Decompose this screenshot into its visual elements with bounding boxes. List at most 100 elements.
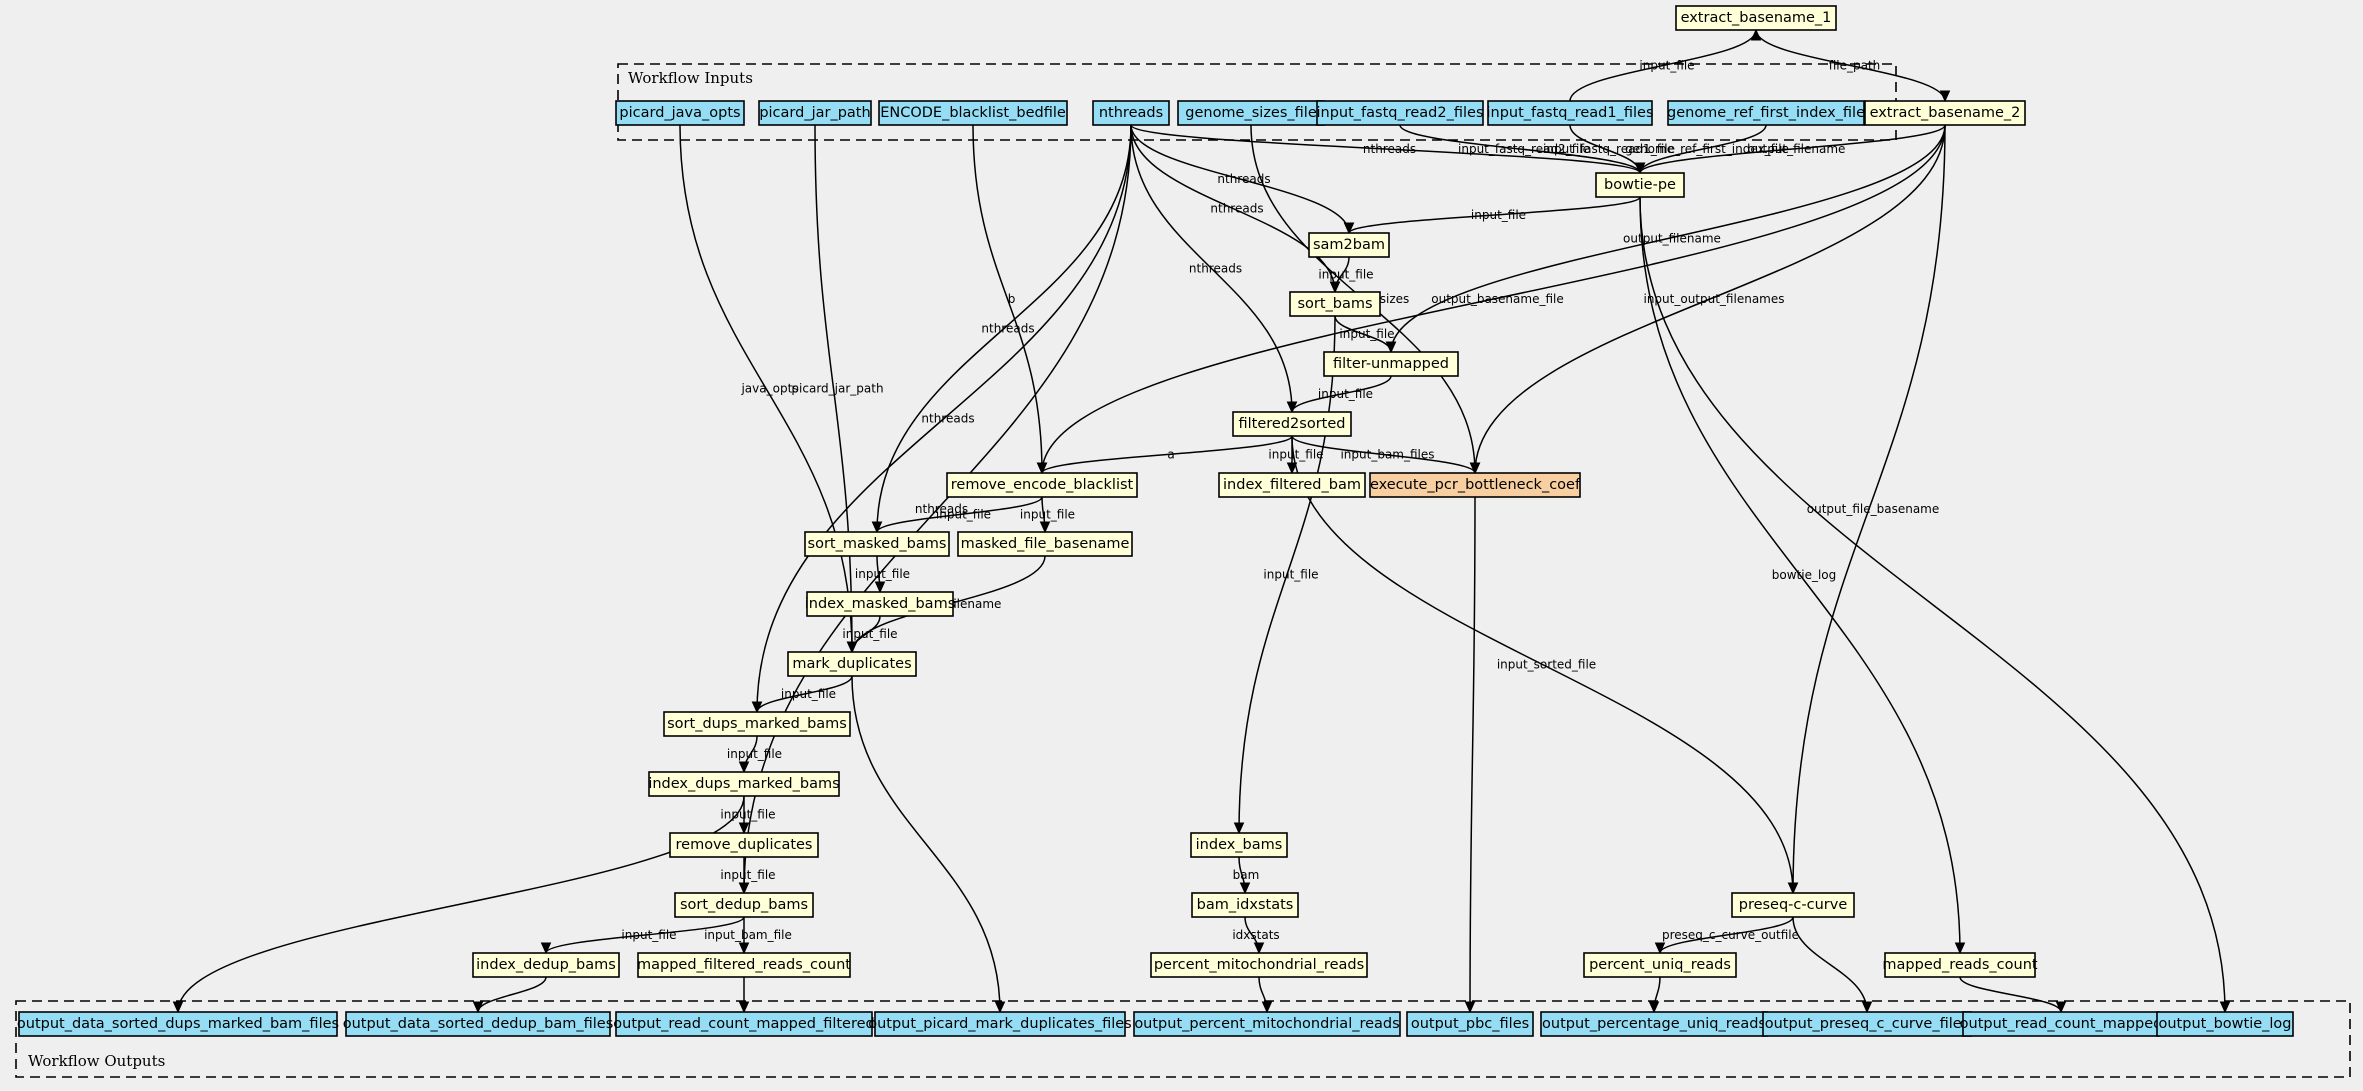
node-output-pbc-files[interactable]: output_pbc_files — [1406, 1011, 1534, 1037]
node-label: output_data_sorted_dups_marked_bam_files — [17, 1016, 339, 1032]
edge-label: nthreads — [1189, 262, 1242, 276]
edge-sam2bam-to-sort-bams: input_file — [1318, 256, 1374, 294]
node-sort-bams[interactable]: sort_bams — [1289, 291, 1381, 317]
node-bowtie-pe[interactable]: bowtie-pe — [1595, 172, 1685, 198]
node-output-picard-mark-duplicates-files[interactable]: output_picard_mark_duplicates_files — [868, 1011, 1132, 1037]
edge-label: input_file — [1471, 208, 1526, 222]
node-preseq-c-curve[interactable]: preseq-c-curve — [1731, 892, 1855, 918]
edge-bowtie-pe-to-sam2bam: input_file — [1343, 196, 1641, 235]
edge-label: a — [1167, 448, 1174, 462]
node-label: execute_pcr_bottleneck_coef — [1370, 477, 1581, 493]
node-nthreads[interactable]: nthreads — [1092, 100, 1170, 126]
node-picard-java-opts[interactable]: picard_java_opts — [615, 100, 745, 126]
edge-label: input_file — [621, 928, 676, 942]
node-sam2bam[interactable]: sam2bam — [1308, 232, 1390, 258]
edge-filtered2sorted-to-remove-encode-blacklist: a — [1036, 435, 1293, 475]
node-label: output_data_sorted_dedup_bam_files — [343, 1016, 614, 1032]
node-mark-duplicates[interactable]: mark_duplicates — [787, 651, 917, 677]
node-label: mapped_reads_count — [1882, 957, 2037, 973]
node-index-dedup-bams[interactable]: index_dedup_bams — [472, 952, 620, 978]
edge-label: output_filename — [1748, 142, 1846, 156]
node-label: output_read_count_mapped — [1960, 1016, 2163, 1032]
node-label: output_picard_mark_duplicates_files — [868, 1016, 1132, 1032]
edge-label: input_fastq_read1_file — [1543, 142, 1675, 156]
workflow-outputs-label: Workflow Outputs — [28, 1052, 165, 1070]
node-index-filtered-bam[interactable]: index_filtered_bam — [1218, 472, 1366, 498]
node-output-data-sorted-dedup-bam-files[interactable]: output_data_sorted_dedup_bam_files — [343, 1011, 614, 1037]
node-input-fastq-read1-files[interactable]: input_fastq_read1_files — [1487, 100, 1654, 126]
node-output-read-count-mapped[interactable]: output_read_count_mapped — [1960, 1011, 2163, 1037]
node-label: index_dups_marked_bams — [648, 776, 839, 792]
node-remove-encode-blacklist[interactable]: remove_encode_blacklist — [946, 472, 1138, 498]
node-label: remove_encode_blacklist — [951, 477, 1134, 493]
node-mapped-reads-count[interactable]: mapped_reads_count — [1882, 952, 2038, 978]
edge-extract-basename-2-to-bowtie-pe: output_filename — [1634, 124, 1946, 175]
node-bam-idxstats[interactable]: bam_idxstats — [1191, 892, 1299, 918]
node-mapped-filtered-reads-count[interactable]: mapped_filtered_reads_count — [637, 952, 851, 978]
node-output-preseq-c-curve-files[interactable]: output_preseq_c_curve_files — [1762, 1011, 1972, 1037]
edge-extract-basename-2-to-execute-pcr-bottleneck-coef: input_output_filenames — [1469, 124, 1946, 475]
edge-execute-pcr-bottleneck-coef-to-output-pbc-files — [1464, 496, 1476, 1014]
edge-label: input_bam_file — [704, 928, 792, 942]
node-picard-jar-path[interactable]: picard_jar_path — [758, 100, 872, 126]
edge-label: input_file — [855, 567, 910, 581]
node-encode-blacklist-bedfile[interactable]: ENCODE_blacklist_bedfile — [878, 100, 1068, 126]
node-label: index_dedup_bams — [476, 957, 616, 973]
edge-label: nthreads — [1210, 202, 1263, 216]
node-output-bowtie-log[interactable]: output_bowtie_log — [2156, 1011, 2294, 1037]
edge-nthreads-to-sort-masked-bams: nthreads — [871, 124, 1132, 534]
node-label: index_masked_bams — [805, 596, 956, 612]
edge-sort-dedup-bams-to-index-dedup-bams: input_file — [540, 916, 745, 955]
edge-label: picard_jar_path — [791, 382, 883, 396]
node-index-dups-marked-bams[interactable]: index_dups_marked_bams — [648, 771, 840, 797]
edge-label: nthreads — [1363, 142, 1416, 156]
edge-label: file_path — [1829, 59, 1881, 73]
node-output-percentage-uniq-reads[interactable]: output_percentage_uniq_reads — [1540, 1011, 1768, 1037]
node-percent-mitochondrial-reads[interactable]: percent_mitochondrial_reads — [1150, 952, 1368, 978]
node-filtered2sorted[interactable]: filtered2sorted — [1232, 411, 1352, 437]
node-output-percent-mitochondrial-reads[interactable]: output_percent_mitochondrial_reads — [1133, 1011, 1401, 1037]
edge-label: idxstats — [1232, 928, 1279, 942]
node-label: genome_sizes_file — [1185, 105, 1317, 121]
node-filter-unmapped[interactable]: filter-unmapped — [1323, 351, 1459, 377]
node-genome-sizes-file[interactable]: genome_sizes_file — [1177, 100, 1325, 126]
edge-label: preseq_c_curve_outfile — [1662, 928, 1799, 942]
edge-filtered2sorted-to-preseq-c-curve: input_sorted_file — [1291, 435, 1799, 895]
edge-input-fastq-read1-files-to-extract-basename-1: input_file — [1569, 28, 1762, 102]
edge-label: b — [1008, 292, 1016, 306]
node-label: index_bams — [1196, 837, 1283, 853]
node-extract-basename-2[interactable]: extract_basename_2 — [1864, 100, 2026, 126]
edge-nthreads-to-filtered2sorted: nthreads — [1130, 124, 1298, 414]
node-percent-uniq-reads[interactable]: percent_uniq_reads — [1583, 952, 1737, 978]
edge-extract-basename-1-to-extract-basename-2: file_path — [1755, 29, 1951, 103]
node-output-read-count-mapped-filtered[interactable]: output_read_count_mapped_filtered — [613, 1011, 875, 1037]
node-masked-file-basename[interactable]: masked_file_basename — [957, 531, 1133, 557]
node-sort-dups-marked-bams[interactable]: sort_dups_marked_bams — [663, 711, 851, 737]
edge-label: input_file — [781, 687, 836, 701]
node-genome-ref-first-index-file[interactable]: genome_ref_first_index_file — [1667, 100, 1865, 126]
node-extract-basename-1[interactable]: extract_basename_1 — [1675, 5, 1837, 31]
edge-sort-dedup-bams-to-mapped-filtered-reads-count: input_bam_file — [704, 917, 792, 955]
node-label: masked_file_basename — [961, 536, 1130, 552]
node-label: sort_dedup_bams — [680, 897, 808, 913]
node-index-bams[interactable]: index_bams — [1190, 832, 1288, 858]
node-execute-pcr-bottleneck-coef[interactable]: execute_pcr_bottleneck_coef — [1369, 472, 1581, 498]
node-label: bam_idxstats — [1197, 897, 1294, 913]
node-label: output_preseq_c_curve_files — [1765, 1016, 1970, 1032]
edge-label: input_file — [936, 508, 991, 522]
edge-label: input_fastq_read2_file — [1458, 142, 1590, 156]
node-sort-masked-bams[interactable]: sort_masked_bams — [804, 531, 950, 557]
node-label: ENCODE_blacklist_bedfile — [880, 105, 1066, 121]
edge-label: nthreads — [981, 322, 1034, 336]
edge-percent-mitochondrial-reads-to-output-percent-mitochondrial-reads — [1258, 976, 1273, 1014]
node-input-fastq-read2-files[interactable]: input_fastq_read2_files — [1316, 100, 1484, 126]
node-index-masked-bams[interactable]: index_masked_bams — [805, 591, 956, 617]
node-label: extract_basename_2 — [1870, 105, 2021, 121]
node-sort-dedup-bams[interactable]: sort_dedup_bams — [674, 892, 814, 918]
node-label: sort_dups_marked_bams — [667, 716, 847, 732]
node-label: index_filtered_bam — [1223, 477, 1361, 493]
node-label: filtered2sorted — [1239, 416, 1346, 432]
nodes-layer: extract_basename_1extract_basename_2pica… — [17, 5, 2294, 1037]
node-output-data-sorted-dups-marked-bam-files[interactable]: output_data_sorted_dups_marked_bam_files — [17, 1011, 339, 1037]
node-remove-duplicates[interactable]: remove_duplicates — [669, 832, 819, 858]
